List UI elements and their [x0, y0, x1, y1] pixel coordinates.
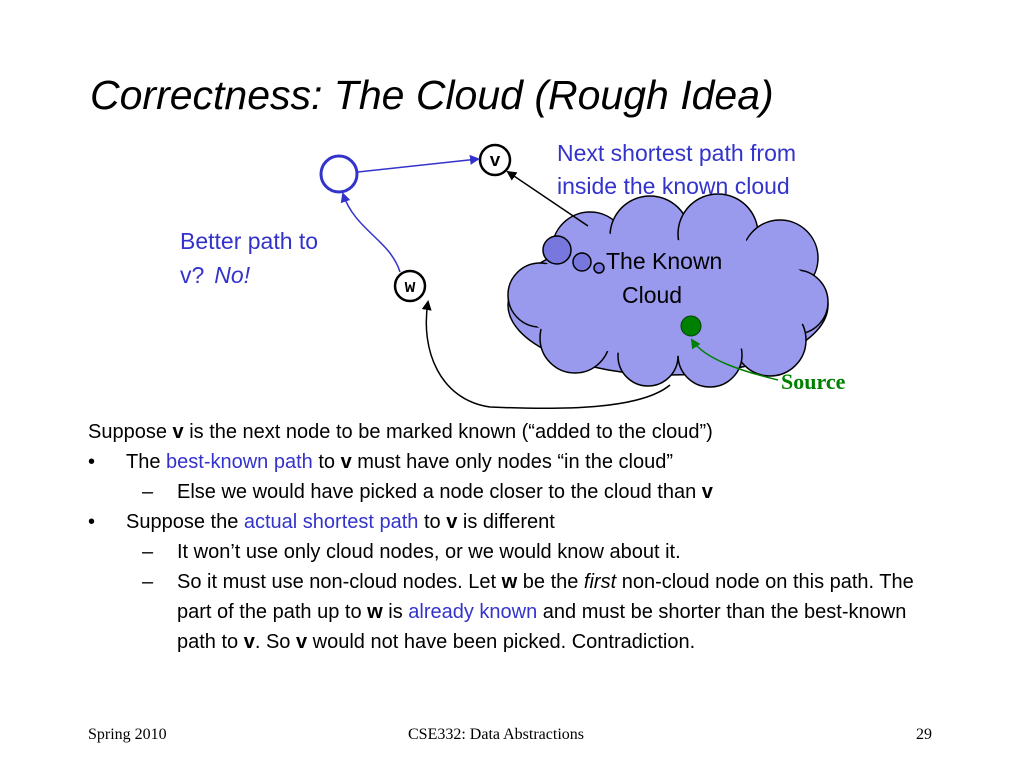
- slide-body: Suppose v is the next node to be marked …: [88, 417, 948, 657]
- arrow-cloud-to-w: [421, 300, 671, 410]
- slide-title: Correctness: The Cloud (Rough Idea): [90, 72, 774, 118]
- footer-page-number: 29: [916, 726, 932, 743]
- outside-node: [319, 154, 359, 194]
- sub-not-only-cloud: – It won’t use only cloud nodes, or we w…: [88, 537, 948, 567]
- intro-line: Suppose v is the next node to be marked …: [88, 421, 713, 443]
- node-w-label: w: [405, 278, 416, 298]
- better-path-label-line2: v?No!: [180, 262, 251, 288]
- better-path-label-line1: Better path to: [180, 228, 318, 254]
- cloud-node-medium: [572, 252, 592, 272]
- bullet-marker: •: [88, 451, 96, 473]
- cloud-label-line2: Cloud: [622, 282, 682, 308]
- next-path-label-line1: Next shortest path from: [557, 140, 796, 166]
- arrow-cloud-to-v: [506, 170, 589, 227]
- dash-marker: –: [142, 571, 154, 593]
- footer-center: CSE332: Data Abstractions: [408, 726, 584, 743]
- source-node: [680, 315, 702, 337]
- arrow-source-label: [690, 338, 779, 381]
- next-path-label-line2: inside the known cloud: [557, 173, 790, 199]
- dash-marker: –: [142, 481, 154, 503]
- node-w: w: [393, 269, 427, 303]
- arrow-outside-to-v: [357, 154, 480, 173]
- arrow-w-to-outside: [340, 192, 401, 273]
- bullet-marker: •: [88, 511, 96, 533]
- node-v-label: v: [490, 152, 501, 172]
- node-v: v: [478, 143, 512, 177]
- sub-contradiction: – So it must use non-cloud nodes. Let w …: [88, 567, 937, 657]
- cloud-label-line1: The Known: [606, 248, 722, 274]
- footer-left: Spring 2010: [88, 726, 167, 743]
- cloud-node-small: [593, 262, 605, 274]
- sub-else-picked: – Else we would have picked a node close…: [88, 477, 948, 507]
- bullet-actual-shortest: • Suppose the actual shortest path to v …: [88, 507, 948, 537]
- dash-marker: –: [142, 541, 154, 563]
- cloud-node-large: [542, 235, 572, 265]
- source-label: Source: [781, 369, 846, 394]
- bullet-best-known: • The best-known path to v must have onl…: [88, 447, 948, 477]
